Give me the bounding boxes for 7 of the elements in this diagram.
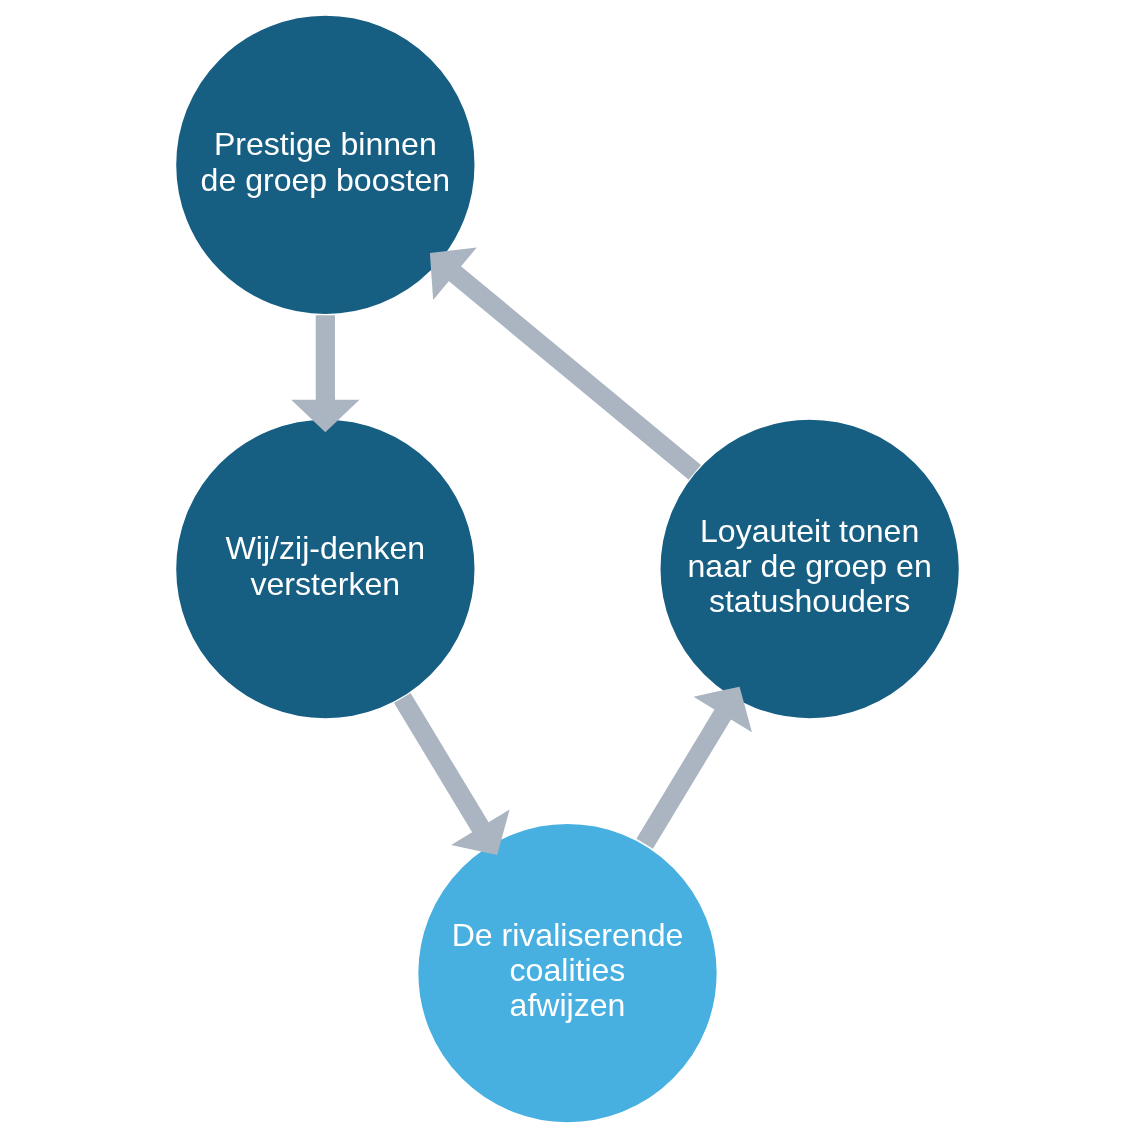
arrow <box>429 247 701 480</box>
arrow <box>394 693 510 856</box>
arrow <box>636 686 752 849</box>
node-circle: Wij/zij-denken versterken <box>174 418 477 720</box>
arrow <box>291 315 360 433</box>
node-circle: De rivaliserende coalities afwijzen <box>416 822 719 1124</box>
node-circle: Loyauteit tonen naar de groep en statushouders <box>658 418 961 720</box>
